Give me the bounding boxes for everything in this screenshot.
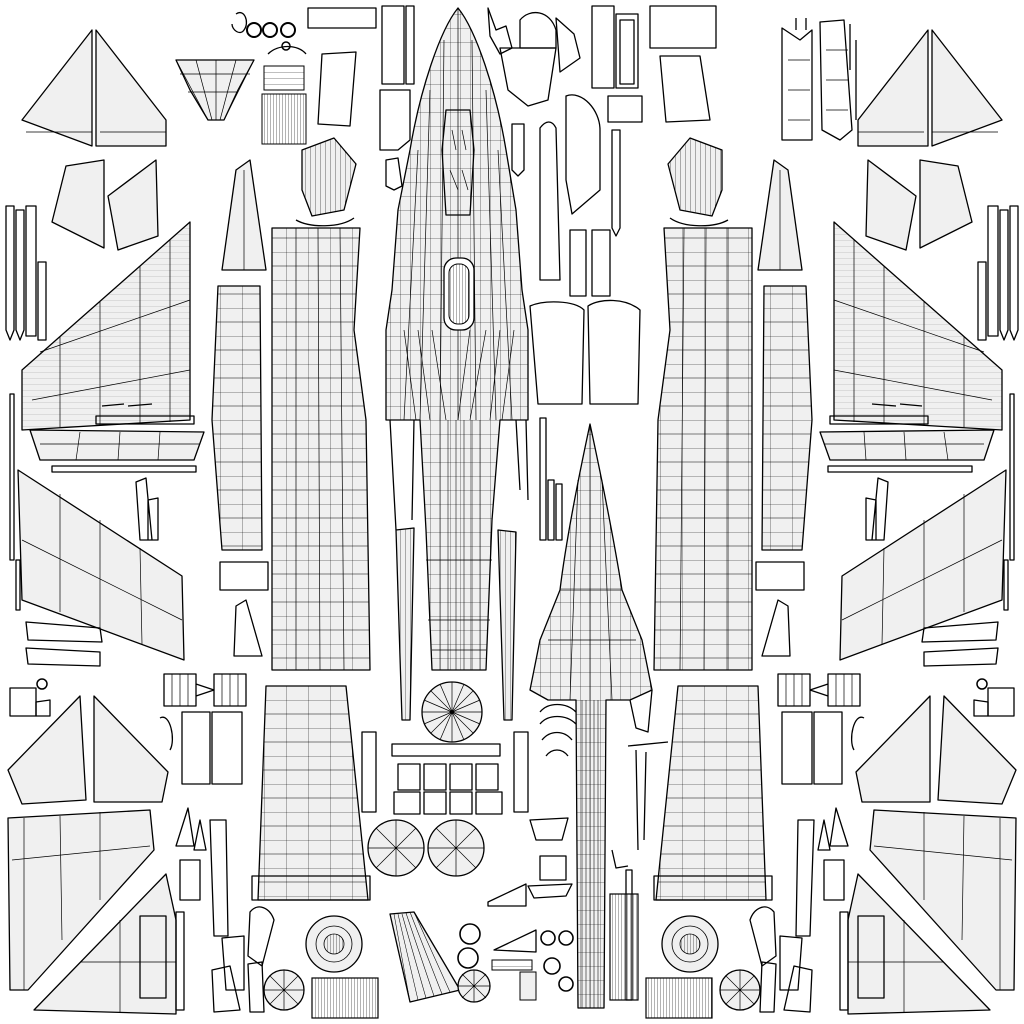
engine-duct-right-island (667, 137, 729, 227)
intake-ring-top-island (175, 59, 255, 121)
gear-bay-right-island (777, 673, 865, 785)
lower-panel-left-island (251, 685, 371, 901)
exhaust-part-right-island (973, 678, 1015, 717)
nozzle-disc-center-island (421, 681, 483, 743)
small-fins-center-right-island (755, 477, 889, 657)
long-panel-right-island (761, 285, 813, 551)
fuselage-bottom-island (529, 423, 653, 1009)
fin-pair-left-island (51, 159, 159, 251)
fuselage-left-strip-island (395, 527, 415, 721)
bottom-strip-right-island (645, 977, 713, 1019)
strake-left-island (221, 159, 267, 271)
long-panel-left-island (211, 285, 263, 551)
canopy-parts-top-island (307, 5, 415, 191)
rods-right-island (977, 205, 1019, 611)
antenna-rods-center-island (539, 417, 669, 869)
strake-right-island (757, 159, 803, 271)
flap-strips-right-island (921, 621, 999, 667)
fin-pair-right-island (865, 159, 973, 251)
stabilizer-right-island (855, 695, 1017, 805)
engine-duct-left-island (295, 137, 357, 227)
turbine-disc-left-island (263, 915, 363, 1011)
side-panel-left-island (271, 227, 371, 671)
main-wing-lower-right-island (839, 469, 1007, 661)
lower-wing-right-island (847, 809, 1017, 1015)
wing-top-right-island (857, 29, 1003, 147)
gear-assembly-center-island (361, 731, 529, 815)
nozzle-disc-pair-island (367, 819, 485, 877)
wing-strip-left-island (29, 403, 205, 473)
lower-panel-right-island (653, 685, 773, 901)
wing-top-left-island (21, 29, 167, 147)
small-fins-center-left-island (135, 477, 269, 657)
exhaust-part-left-island (9, 678, 51, 717)
small-fin-cluster-bottom-left-island (139, 807, 275, 1013)
nose-parts-center-island (511, 121, 641, 405)
side-panel-right-island (653, 227, 753, 671)
cockpit-parts-top-island (487, 7, 601, 215)
rods-left-island (5, 205, 47, 611)
bottom-strip-left-island (311, 977, 379, 1019)
hardware-cluster-center-island (527, 703, 577, 992)
fuselage-right-strip-island (497, 529, 517, 721)
gear-bay-left-island (159, 673, 247, 785)
fuselage-side-rods-island (389, 419, 529, 531)
stabilizer-left-island (7, 695, 169, 805)
main-wing-upper-left-island (21, 221, 191, 431)
fan-blade-strip-island (389, 911, 461, 1003)
lower-wing-left-island (7, 809, 177, 1015)
flap-strips-left-island (25, 621, 103, 667)
panel-column-top-island (591, 5, 717, 123)
vertical-strip-pack-island (609, 869, 639, 1001)
decal-cluster-top-right-island (781, 18, 857, 141)
fuselage-top-island (385, 7, 529, 671)
main-wing-upper-right-island (833, 221, 1003, 431)
main-wing-lower-left-island (17, 469, 185, 661)
small-fin-cluster-bottom-right-island (749, 807, 885, 1013)
wedge-parts-center-island (457, 883, 537, 1003)
ring-set-top-island (231, 11, 307, 145)
wing-strip-right-island (819, 403, 995, 473)
turbine-disc-right-island (661, 915, 761, 1011)
